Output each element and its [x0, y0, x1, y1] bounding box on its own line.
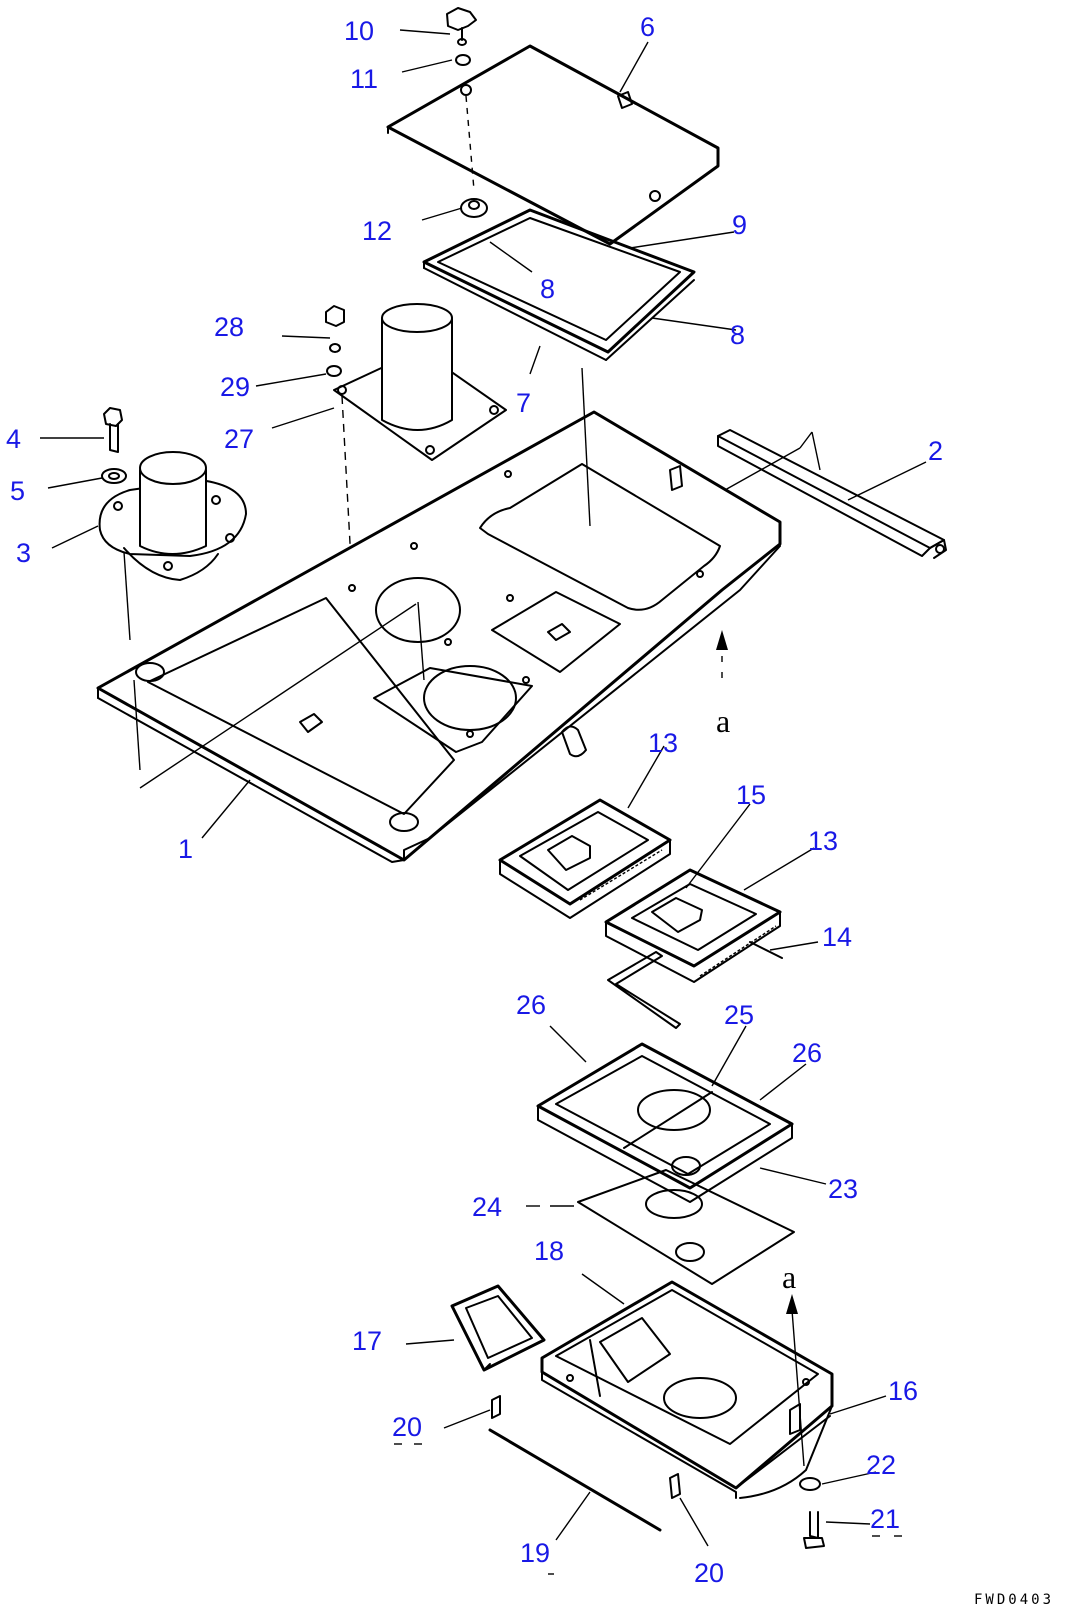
part-gasket-17: [450, 1284, 546, 1372]
callout-16: 16: [888, 1376, 918, 1406]
callout-7: 7: [516, 388, 531, 418]
part-washer-5: [101, 468, 127, 484]
callout-24: 24: [472, 1192, 502, 1222]
callout-27: 27: [224, 424, 254, 454]
callout-28: 28: [214, 312, 244, 342]
part-switch-block-13b: [604, 868, 782, 983]
callout-26-left: 26: [516, 990, 546, 1020]
part-switch-block-13a: [498, 798, 672, 919]
view-arrow-a-bottom: a: [782, 1259, 805, 1467]
callout-13-lower: 13: [808, 826, 838, 856]
part-rod-19: [488, 1428, 662, 1532]
label-dashes: [394, 1443, 902, 1575]
part-washer-22: [799, 1477, 821, 1491]
part-gasket-frame-9: [422, 208, 696, 361]
callout-14: 14: [822, 922, 852, 952]
callout-labels: 10 11 6 12 9 8 8 28 29 7 27 4 5 3 2 1 13…: [6, 12, 943, 1588]
part-pipe-flange-3: [98, 451, 247, 641]
part-bolt-21: [803, 1511, 825, 1549]
callout-23: 23: [828, 1174, 858, 1204]
part-clip-14: [607, 941, 783, 1029]
leader-lines: [40, 29, 927, 1547]
view-arrow-a-top: a: [716, 630, 730, 739]
part-bolt-4: [103, 407, 123, 453]
callout-29: 29: [220, 372, 250, 402]
callout-18: 18: [534, 1236, 564, 1266]
drawing-code: FWD0403: [974, 1592, 1054, 1608]
part-washer-29: [326, 365, 342, 377]
view-marker-a-top: a: [716, 703, 730, 739]
callout-19: 19: [520, 1538, 550, 1568]
part-pipe-27: [333, 303, 507, 581]
callout-25: 25: [724, 1000, 754, 1030]
callout-26-right: 26: [792, 1038, 822, 1068]
callout-10: 10: [344, 16, 374, 46]
part-bolt-28: [325, 305, 345, 353]
part-sheet-24: [577, 1169, 795, 1285]
callout-21: 21: [870, 1504, 900, 1534]
callout-17: 17: [352, 1326, 382, 1356]
part-rail-2: [699, 429, 947, 559]
callout-20-left: 20: [392, 1412, 422, 1442]
callout-20-bottom: 20: [694, 1558, 724, 1588]
callout-8-outer: 8: [730, 320, 745, 350]
part-clip-20a: [491, 1395, 501, 1419]
callout-6: 6: [640, 12, 655, 42]
callout-12: 12: [362, 216, 392, 246]
part-frame-26: [536, 1042, 794, 1203]
callout-9: 9: [732, 210, 747, 240]
part-knob-10: [446, 7, 477, 46]
part-main-panel-1: [96, 367, 782, 863]
view-marker-a-bottom: a: [782, 1259, 796, 1295]
callout-3: 3: [16, 538, 31, 568]
callout-2: 2: [928, 436, 943, 466]
callout-4: 4: [6, 424, 21, 454]
part-clip-20b: [669, 1473, 681, 1499]
callout-8-inner: 8: [540, 274, 555, 304]
callout-22: 22: [866, 1450, 896, 1480]
part-base-box-16: [540, 1280, 834, 1499]
callout-5: 5: [10, 476, 25, 506]
part-nut-12: [460, 198, 488, 218]
callout-15: 15: [736, 780, 766, 810]
callout-11: 11: [350, 64, 378, 94]
callout-13-upper: 13: [648, 728, 678, 758]
part-washer-11: [455, 54, 471, 66]
callout-1: 1: [178, 834, 193, 864]
part-cover-plate-6: [386, 44, 720, 246]
